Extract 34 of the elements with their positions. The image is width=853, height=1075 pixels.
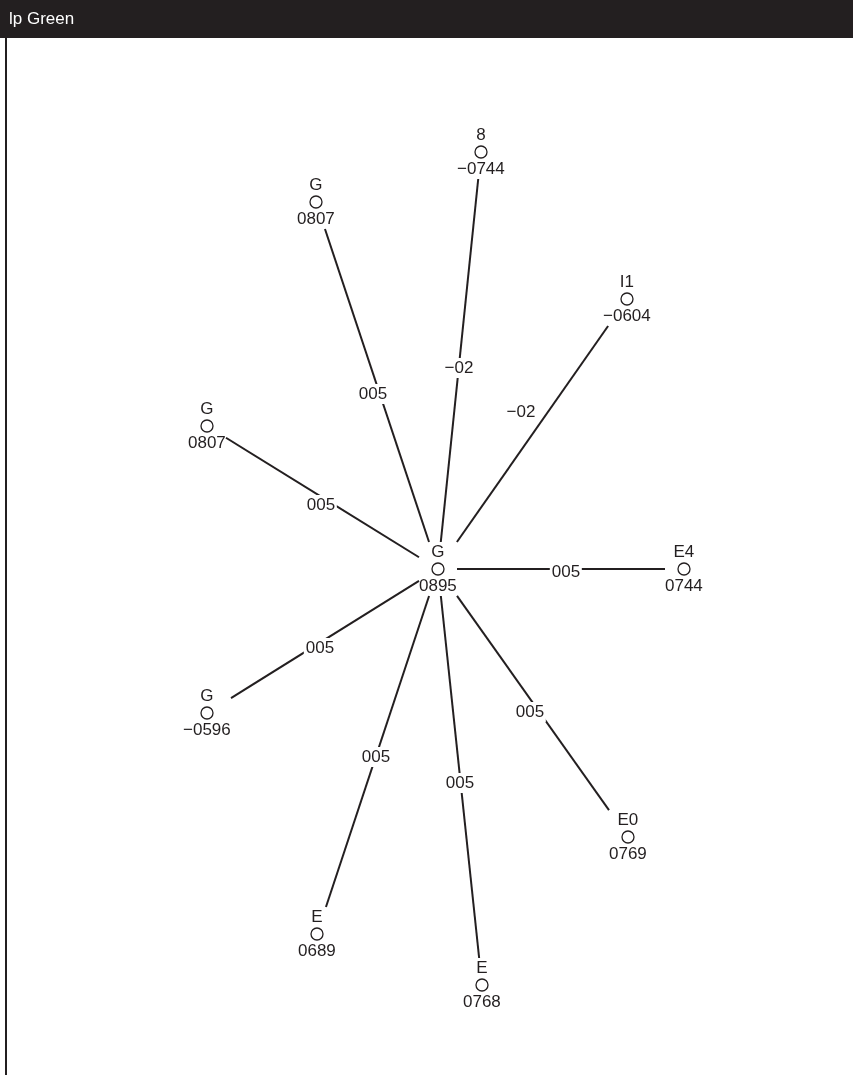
node-value: 0807 [188,433,226,453]
node-value: −0604 [603,306,651,326]
node-name: E [311,907,323,927]
node-name: E [476,958,488,978]
connector-line [324,228,431,543]
node-name: 8 [476,125,486,145]
connector-line [324,595,431,908]
node-name: G [309,175,323,195]
node-value: 0895 [419,576,457,596]
connector-line [225,436,420,559]
node-name: E0 [617,810,639,830]
node-name: G [431,542,445,562]
connector-line [455,325,610,543]
node-name: E4 [673,542,695,562]
edge-label: −02 [442,358,476,378]
connector-line [439,178,480,543]
title: lp Green [9,9,75,29]
edge-label: 005 [356,384,390,404]
node-value: 0807 [297,209,335,229]
node-value: −0744 [457,159,505,179]
edge-label: 005 [443,773,477,793]
node-value: −0596 [183,720,231,740]
connector-line [230,579,420,700]
edge-label: 005 [513,702,547,722]
node-name: I1 [619,272,634,292]
connector-line [456,594,610,812]
node-value: 0689 [298,941,336,961]
node-value: 0769 [609,844,647,864]
node-name: G [200,686,214,706]
node-name: G [200,399,214,419]
node-value: 0768 [463,992,501,1012]
edge-label: 005 [359,747,393,767]
connector-line [439,595,481,959]
node-value: 0744 [665,576,703,596]
